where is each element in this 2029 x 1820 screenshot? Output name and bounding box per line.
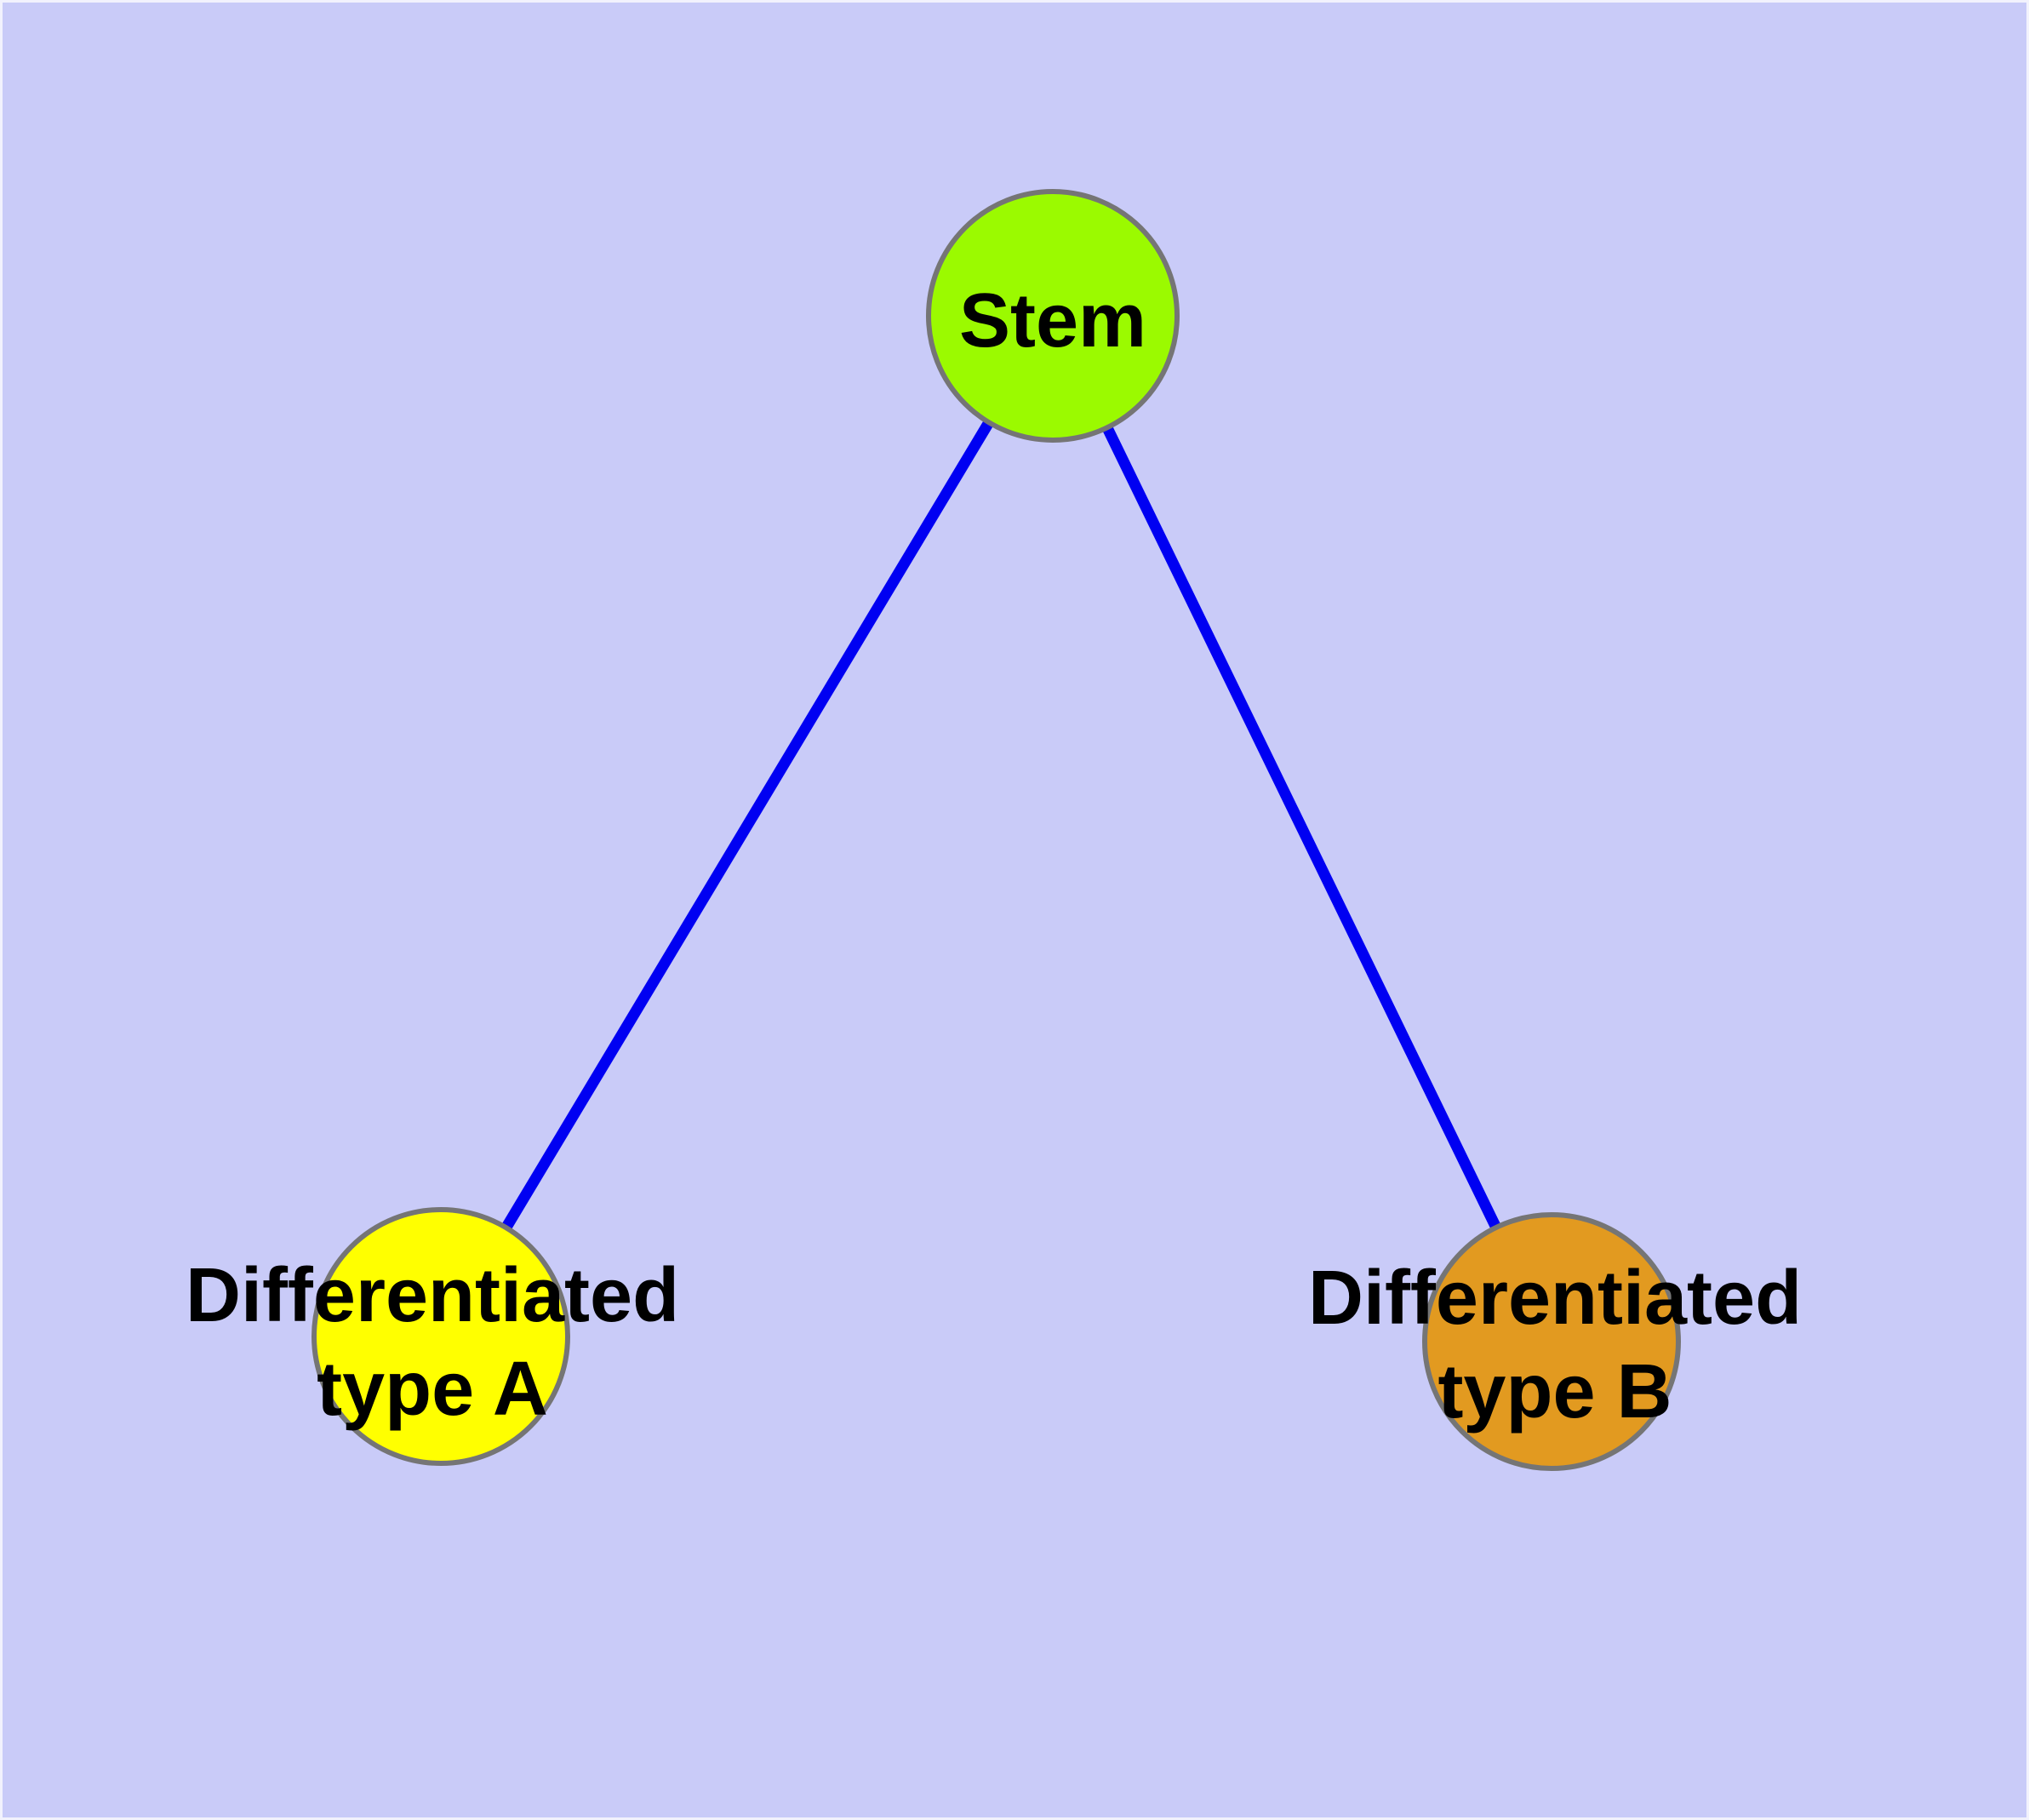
edge-stem-to-type-a xyxy=(436,312,1058,1340)
node-differentiated-type-a xyxy=(311,1207,570,1466)
node-label-differentiated-type-b: Differentiated type B xyxy=(1307,1256,1803,1434)
node-stem xyxy=(926,189,1180,443)
node-label-differentiated-type-a: Differentiated type A xyxy=(185,1253,680,1432)
node-differentiated-type-b xyxy=(1422,1212,1681,1471)
edge-stem-to-type-b xyxy=(1048,313,1557,1344)
node-label-stem: Stem xyxy=(958,278,1147,363)
